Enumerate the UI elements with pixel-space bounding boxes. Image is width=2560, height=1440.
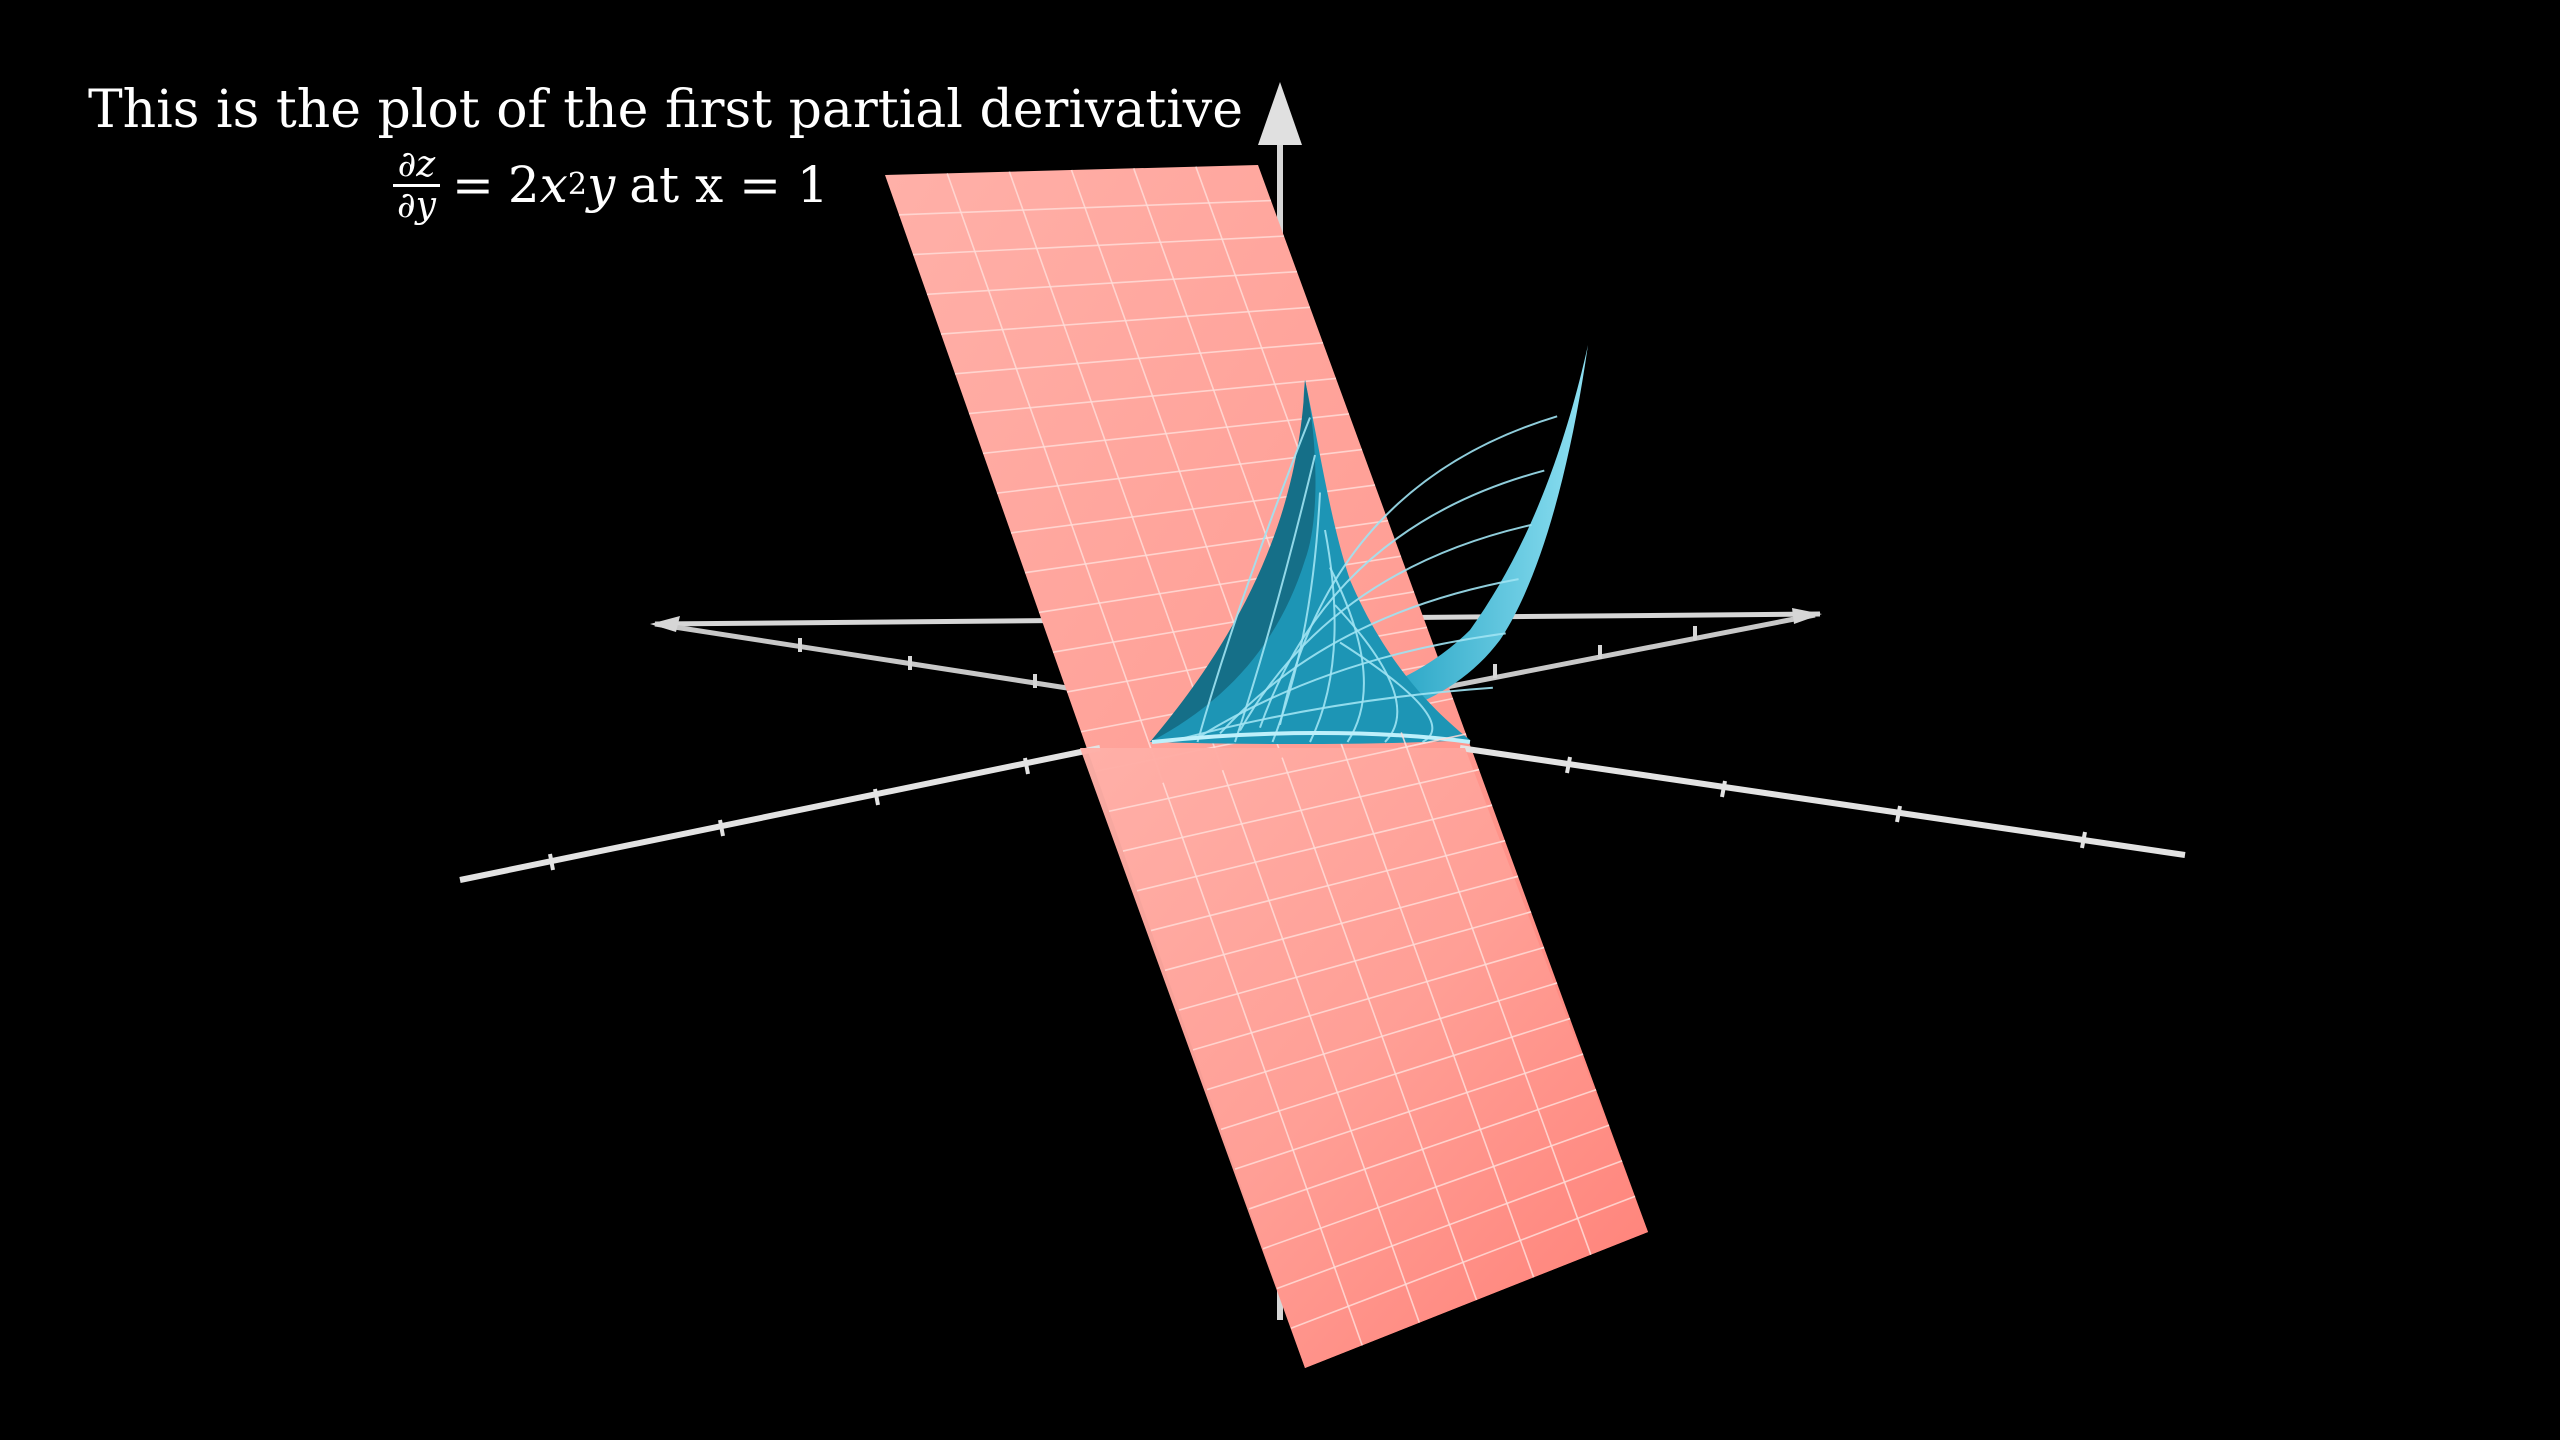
- plane-grid-line: [982, 413, 1350, 455]
- surface-grid-line: [1279, 415, 1558, 726]
- plane-grid-line: [1122, 768, 1480, 852]
- equation-coefficient: 2: [507, 156, 540, 214]
- tangent-plane-grid-front: [1108, 732, 1636, 1346]
- fraction-denominator: ∂y: [393, 183, 440, 225]
- plane-grid-line: [1150, 839, 1506, 932]
- plane-grid-line: [954, 342, 1324, 375]
- plane-grid-line: [926, 270, 1298, 296]
- derivative-surface: [1150, 345, 1588, 745]
- z-axis-arrow: [1258, 82, 1302, 145]
- plane-grid-line: [1290, 1195, 1636, 1329]
- plane-grid-line: [1234, 1053, 1584, 1170]
- surface-grid-line: [1239, 523, 1532, 732]
- plane-grid-line: [968, 377, 1337, 415]
- equation-suffix: at x = 1: [629, 156, 829, 214]
- surface-grid-line: [1329, 567, 1365, 743]
- surface-grid-line: [1196, 417, 1311, 743]
- x-axis-ticks: [548, 756, 2087, 871]
- surface-grid-line: [1259, 469, 1545, 729]
- caption-title: This is the plot of the first partial de…: [88, 80, 1244, 140]
- plane-grid-line: [1164, 875, 1519, 972]
- tangent-plane-front: [1080, 748, 1648, 1368]
- plane-grid-line: [1192, 946, 1545, 1051]
- y-axis-arrow-right: [1792, 608, 1822, 624]
- surface-grid-line: [1219, 578, 1519, 735]
- x-axis: [459, 745, 2186, 883]
- plane-grid-line: [1248, 1088, 1597, 1210]
- surface-base-edge: [1151, 731, 1471, 744]
- surface-right-flap: [1160, 345, 1588, 736]
- fraction-numerator: ∂z: [397, 143, 436, 185]
- surface-grid-line: [1309, 529, 1336, 743]
- plane-grid-line: [1206, 982, 1558, 1091]
- y-axis-arrow-left: [650, 616, 680, 632]
- x-axis-line-left: [459, 745, 1101, 883]
- equation-y: y: [586, 156, 616, 214]
- plane-grid-line: [1178, 911, 1532, 1011]
- surface-grid-line: [1179, 686, 1493, 741]
- partial-fraction: ∂z ∂y: [393, 143, 440, 225]
- plane-grid-line: [1262, 1124, 1610, 1250]
- equals-sign: =: [451, 156, 494, 214]
- plane-grid-line: [940, 306, 1311, 335]
- plane-grid-line: [1136, 804, 1493, 892]
- plane-grid-line: [898, 199, 1272, 216]
- plane-grid-line: [1276, 1160, 1623, 1290]
- surface-grid: [1179, 415, 1558, 743]
- equation-x: x: [539, 156, 568, 214]
- x-axis-line-right: [1459, 745, 2186, 858]
- surface-left-peak: [1150, 380, 1470, 745]
- plane-grid-line: [1108, 733, 1467, 813]
- surface-grid-line: [1199, 632, 1506, 738]
- y-axis-ticks: [798, 626, 1697, 688]
- plane-grid-line: [1220, 1017, 1571, 1131]
- plane-grid-line: [912, 235, 1285, 256]
- surface-grid-line: [1334, 604, 1399, 743]
